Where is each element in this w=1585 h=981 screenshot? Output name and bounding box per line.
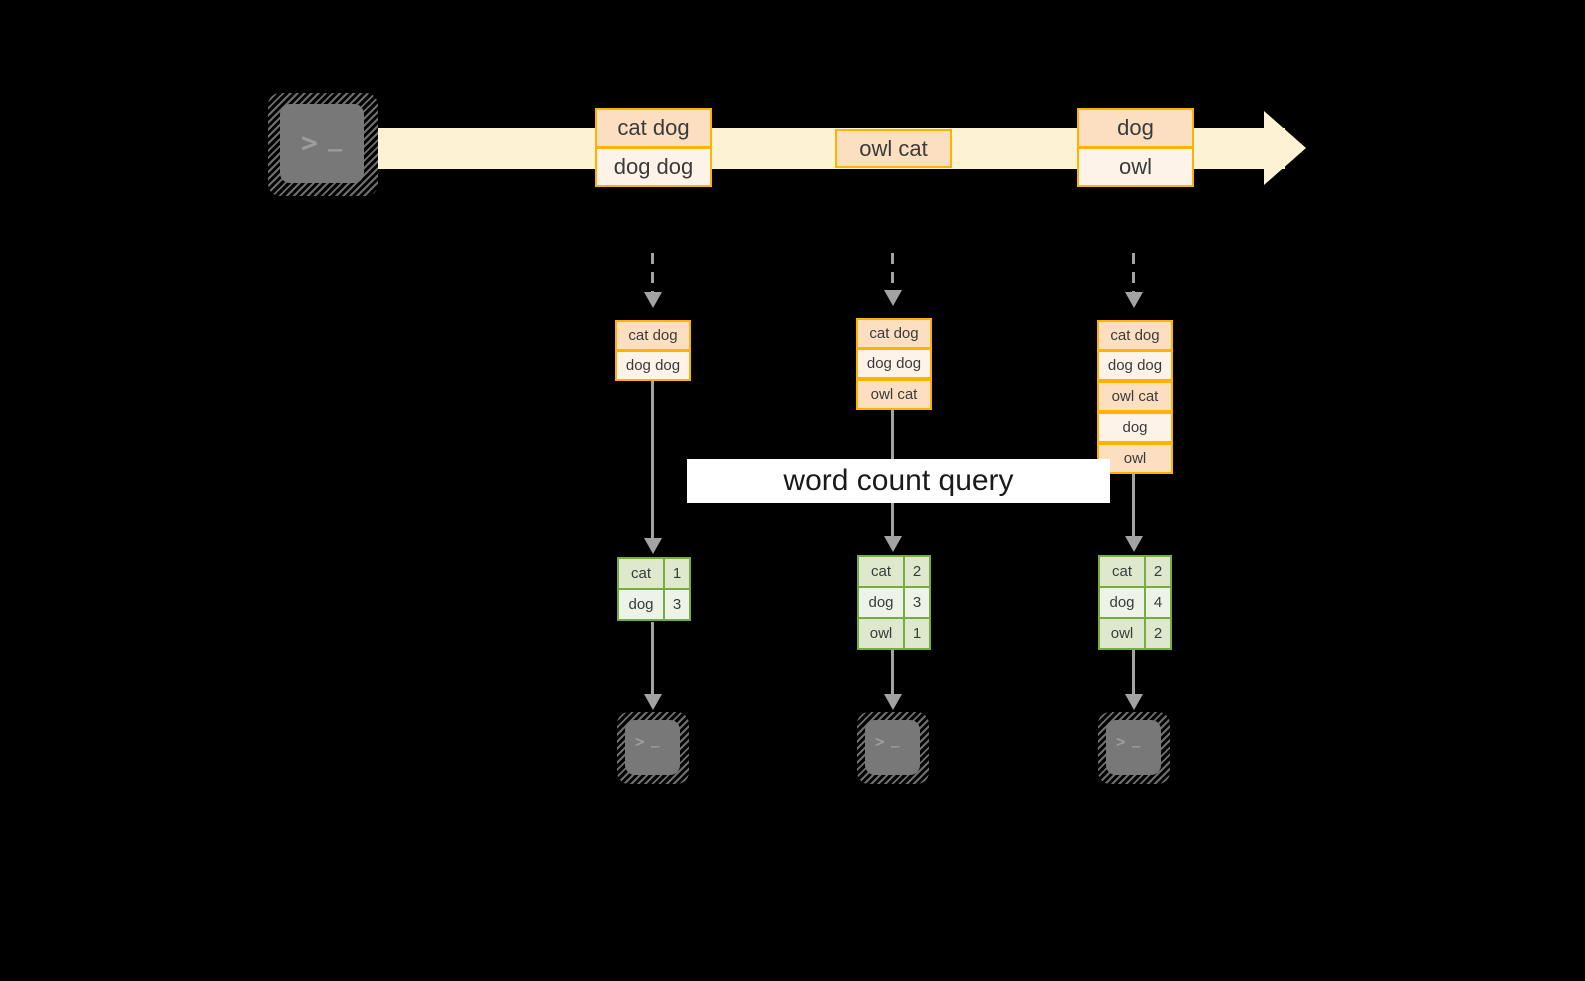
result-word: cat xyxy=(619,559,665,588)
result-count: 2 xyxy=(1146,619,1170,648)
snapshot-3-query-arrowhead xyxy=(1125,536,1143,552)
table-row: owl 2 xyxy=(1100,617,1170,648)
stream-record: dog xyxy=(1077,108,1194,148)
result-count: 3 xyxy=(905,588,929,617)
result-word: cat xyxy=(859,557,905,586)
snapshot-1-record: dog dog xyxy=(615,350,691,381)
snapshot-2-record: cat dog xyxy=(856,318,932,349)
snapshot-2-sink-arrowhead xyxy=(884,694,902,710)
result-count: 1 xyxy=(665,559,689,588)
snapshot-1-query-arrowhead xyxy=(644,538,662,554)
snapshot-3-record: owl xyxy=(1097,443,1173,474)
terminal-cursor-glyph: _ xyxy=(328,124,344,152)
source-terminal-icon: > _ xyxy=(268,93,378,196)
snapshot-2-query-arrowhead xyxy=(884,536,902,552)
snapshot-2-record: owl cat xyxy=(856,379,932,410)
snapshot-3-trigger-line xyxy=(1132,253,1135,295)
query-label: word count query xyxy=(687,459,1110,503)
snapshot-3-record: dog dog xyxy=(1097,350,1173,381)
table-row: owl 1 xyxy=(859,617,929,648)
terminal-prompt-glyph: > xyxy=(1116,732,1127,751)
result-word: dog xyxy=(1100,588,1146,617)
table-row: cat 2 xyxy=(1100,557,1170,586)
terminal-prompt-glyph: > xyxy=(635,732,646,751)
result-word: owl xyxy=(1100,619,1146,648)
snapshot-2-trigger-arrowhead xyxy=(884,290,902,306)
stream-arrowhead xyxy=(1264,111,1306,185)
snapshot-1-trigger-arrowhead xyxy=(644,292,662,308)
snapshot-1-query-line xyxy=(651,381,654,540)
terminal-face xyxy=(280,104,364,183)
stream-record: dog dog xyxy=(595,147,712,187)
result-word: dog xyxy=(859,588,905,617)
stream-record: owl xyxy=(1077,147,1194,187)
terminal-prompt-glyph: > xyxy=(301,126,319,159)
terminal-prompt-glyph: > xyxy=(875,732,886,751)
terminal-face xyxy=(865,720,920,775)
result-count: 4 xyxy=(1146,588,1170,617)
snapshot-1-sink-terminal-icon: > _ xyxy=(617,712,689,784)
table-row: cat 1 xyxy=(619,559,689,588)
result-word: cat xyxy=(1100,557,1146,586)
terminal-face xyxy=(625,720,680,775)
snapshot-1-result-table: cat 1 dog 3 xyxy=(617,557,691,621)
result-count: 3 xyxy=(665,590,689,619)
snapshot-3-sink-arrowhead xyxy=(1125,694,1143,710)
snapshot-3-sink-line xyxy=(1132,650,1135,696)
snapshot-3-record: owl cat xyxy=(1097,381,1173,412)
result-count: 2 xyxy=(905,557,929,586)
result-word: owl xyxy=(859,619,905,648)
stream-record: owl cat xyxy=(835,129,952,168)
snapshot-2-sink-line xyxy=(891,650,894,696)
snapshot-1-record: cat dog xyxy=(615,320,691,351)
table-row: cat 2 xyxy=(859,557,929,586)
snapshot-1-sink-arrowhead xyxy=(644,694,662,710)
snapshot-1-trigger-line xyxy=(651,253,654,295)
snapshot-1-sink-line xyxy=(651,622,654,696)
table-row: dog 4 xyxy=(1100,586,1170,617)
result-count: 2 xyxy=(1146,557,1170,586)
snapshot-3-sink-terminal-icon: > _ xyxy=(1098,712,1170,784)
result-word: dog xyxy=(619,590,665,619)
snapshot-3-result-table: cat 2 dog 4 owl 2 xyxy=(1098,555,1172,650)
snapshot-2-result-table: cat 2 dog 3 owl 1 xyxy=(857,555,931,650)
terminal-cursor-glyph: _ xyxy=(651,732,661,748)
snapshot-3-trigger-arrowhead xyxy=(1125,292,1143,308)
snapshot-2-sink-terminal-icon: > _ xyxy=(857,712,929,784)
stream-record: cat dog xyxy=(595,108,712,148)
table-row: dog 3 xyxy=(619,588,689,619)
snapshot-3-query-line xyxy=(1132,474,1135,538)
terminal-cursor-glyph: _ xyxy=(891,732,901,748)
snapshot-3-record: cat dog xyxy=(1097,320,1173,351)
snapshot-2-trigger-line xyxy=(891,253,894,293)
terminal-face xyxy=(1106,720,1161,775)
snapshot-2-record: dog dog xyxy=(856,348,932,379)
snapshot-3-record: dog xyxy=(1097,412,1173,443)
terminal-cursor-glyph: _ xyxy=(1132,732,1142,748)
table-row: dog 3 xyxy=(859,586,929,617)
result-count: 1 xyxy=(905,619,929,648)
